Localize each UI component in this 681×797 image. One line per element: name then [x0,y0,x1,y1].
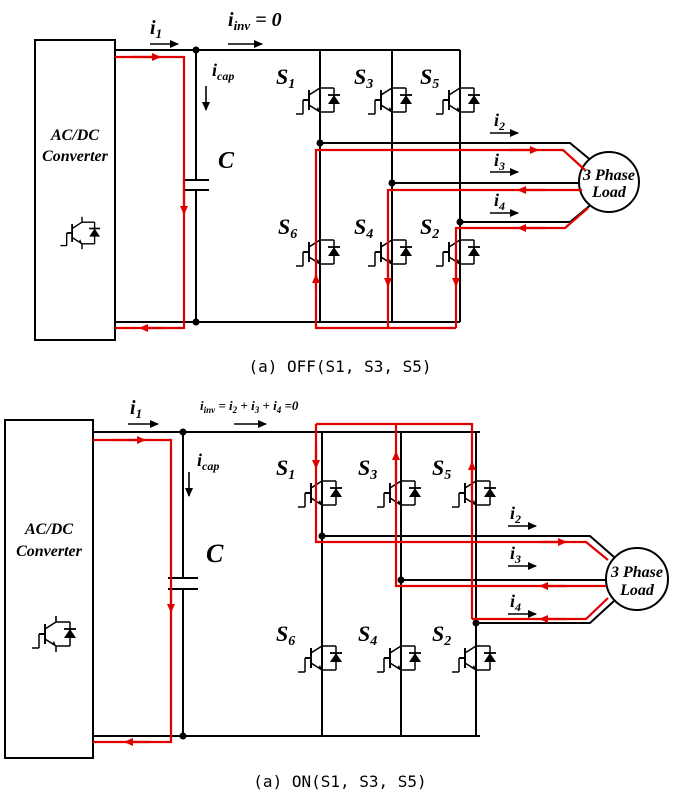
converter-label-2: Converter [16,543,83,560]
three-phase-load [578,151,640,213]
converter-igbt-icon [31,615,77,653]
current-path-phase-c [454,207,589,328]
switch-s3 [376,474,422,512]
converter-label-1: AC/DC [24,521,73,538]
load-label-1: 3 Phase [610,564,663,581]
label-s2: S2 [432,621,451,649]
label-s4: S4 [358,621,377,649]
label-s6: S6 [278,214,297,242]
converter-igbt-icon [59,215,101,251]
current-path-converter [115,55,186,330]
current-path-phase-a [314,148,586,285]
switch-s2 [435,233,481,271]
current-path-converter [93,438,173,744]
three-phase-load [605,547,669,611]
label-iinv-equation: iinv = i2 + i3 + i4 =0 [200,398,299,415]
switch-s4 [376,639,422,677]
label-i2: i2 [494,110,505,133]
converter-label-1: AC/DC [50,127,99,144]
switch-s5 [435,81,481,119]
label-i3: i3 [510,543,521,566]
label-capacitor: C [218,148,235,174]
label-icap: icap [212,60,234,83]
acdc-converter-box [34,39,116,341]
switch-s6 [295,233,341,271]
label-s1: S1 [276,455,295,483]
switch-s3 [367,81,413,119]
switch-s1 [295,81,341,119]
caption-on: (a) ON(S1, S3, S5) [253,772,426,791]
converter-label-2: Converter [42,148,109,165]
label-s5: S5 [420,64,439,92]
label-s2: S2 [420,214,439,242]
panel-off: AC/DC Converter 3 Phase Load [34,9,640,376]
current-path-phase-b [386,188,582,328]
load-label-1: 3 Phase [582,167,635,184]
caption-off: (a) OFF(S1, S3, S5) [248,357,431,376]
label-s5: S5 [432,455,451,483]
panel-on: AC/DC Converter 3 Phase Load [4,397,669,791]
switch-s5 [451,474,497,512]
label-i3: i3 [494,150,505,173]
current-path-phase-b [394,424,606,588]
label-iinv: iinv = 0 [228,9,282,33]
switch-s6 [297,639,343,677]
label-i1: i1 [130,397,142,421]
label-s1: S1 [276,64,295,92]
current-path-phase-c [472,597,609,621]
acdc-converter-box [4,419,94,759]
label-i1: i1 [150,17,162,41]
switch-s2 [451,639,497,677]
label-i2: i2 [510,503,521,526]
current-path-top-loop [316,422,474,619]
label-i4: i4 [494,190,505,213]
label-s4: S4 [354,214,373,242]
current-path-phase-a [314,424,609,561]
load-label-2: Load [619,582,655,599]
load-label-2: Load [591,184,627,201]
label-s3: S3 [354,64,373,92]
label-i4: i4 [510,591,521,614]
label-s3: S3 [358,455,377,483]
switch-s1 [297,474,343,512]
label-icap: icap [197,450,219,473]
switch-s4 [367,233,413,271]
label-capacitor: C [206,539,224,568]
label-s6: S6 [276,621,295,649]
